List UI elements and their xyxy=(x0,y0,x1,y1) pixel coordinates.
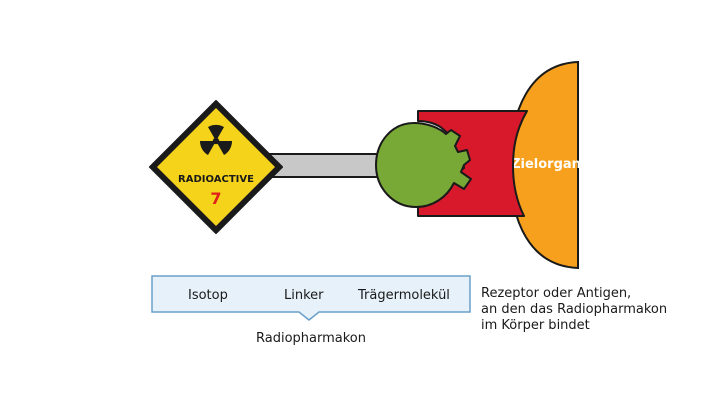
radioactive-hazard-sign: RADIOACTIVE 7 xyxy=(149,100,283,234)
label-isotope: Isotop xyxy=(188,288,228,303)
carrier-molecule-shape xyxy=(375,122,472,208)
receptor-caption-line: im Körper bindet xyxy=(481,318,590,333)
receptor-caption: Rezeptor oder Antigen, an den das Radiop… xyxy=(481,286,667,334)
label-carrier-molecule: Trägermolekül xyxy=(358,288,450,303)
label-linker: Linker xyxy=(284,288,324,303)
component-label-box xyxy=(151,275,471,321)
hazard-class-number: 7 xyxy=(210,189,221,208)
linker-bar xyxy=(269,153,381,178)
receptor-caption-line: an den das Radiopharmakon xyxy=(481,302,668,317)
target-organ-label: Zielorgan xyxy=(511,157,581,172)
label-radiopharmakon: Radiopharmakon xyxy=(256,331,366,346)
hazard-sign-text: RADIOACTIVE xyxy=(178,174,254,185)
radiation-trefoil-icon xyxy=(199,124,233,155)
receptor-caption-line: Rezeptor oder Antigen, xyxy=(481,286,632,301)
